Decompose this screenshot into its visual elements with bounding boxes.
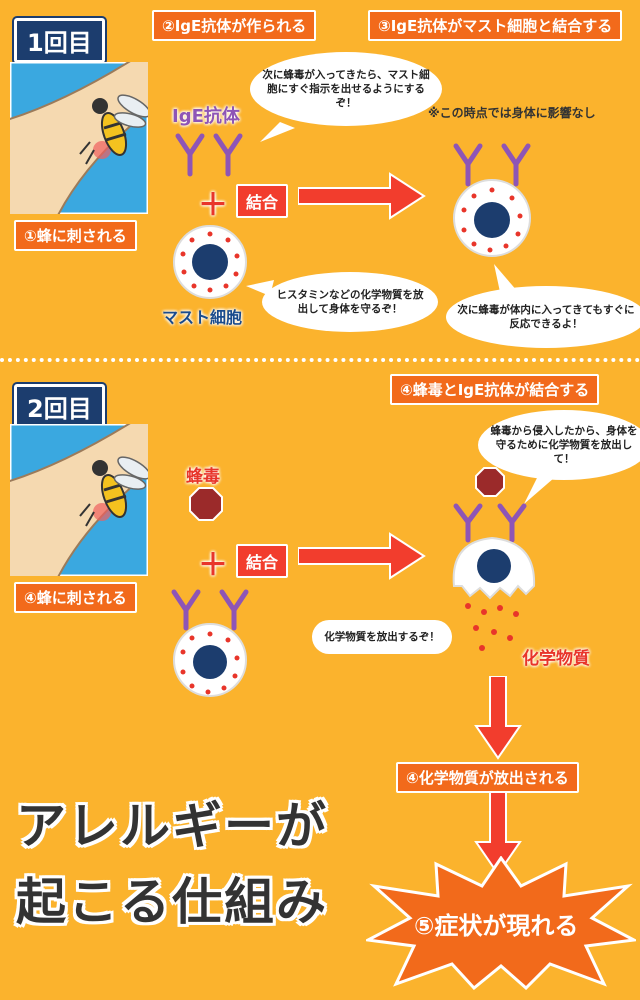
- arrow-right-icon-2: [298, 532, 426, 580]
- bee-sting-illustration-1: [10, 62, 148, 214]
- speech-bubble-release: 化学物質を放出するぞ！: [312, 620, 452, 654]
- step1-tag: ①蜂に刺される: [14, 220, 137, 251]
- sting-mark-icon: [93, 141, 111, 159]
- ige-antibody-icon: [175, 133, 243, 177]
- arrow-right-icon-1: [298, 172, 426, 220]
- speech-bubble-mast: ヒスタミンなどの化学物質を放出して身体を守るぞ！: [262, 272, 438, 332]
- no-effect-note: ※この時点では身体に影響なし: [428, 106, 596, 120]
- plus-icon-2: ＋: [198, 548, 228, 583]
- title-line1: アレルギーが: [16, 797, 328, 855]
- degranulating-mast-cell-icon: [452, 467, 536, 651]
- speech-bubble-ige: 次に蜂毒が入ってきたら、マスト細胞にすぐ指示を出せるようにするぞ！: [250, 52, 442, 126]
- speech-bubble-protect: 蜂毒から侵入したから、身体を守るために化学物質を放出して！: [478, 410, 640, 480]
- section-divider: [0, 358, 640, 362]
- round1-label: 1回目: [14, 18, 105, 63]
- venom-icon: [189, 487, 223, 521]
- arrow-down-icon-1: [474, 676, 522, 760]
- step5-label: ⑤症状が現れる: [414, 912, 579, 940]
- bind-tag-1: 結合: [236, 184, 289, 218]
- bind-tag-2: 結合: [236, 544, 289, 578]
- bee-icon: [79, 94, 148, 165]
- step3-tag: ③IgE抗体がマスト細胞と結合する: [368, 10, 623, 41]
- step2-tag: ②IgE抗体が作られる: [152, 10, 317, 41]
- bee-sting-illustration-2: [10, 424, 148, 576]
- venom-label: 蜂毒: [186, 467, 220, 487]
- round2-label: 2回目: [14, 384, 105, 429]
- sting-mark-icon: [93, 503, 111, 521]
- plus-icon: ＋: [198, 188, 228, 223]
- step4c-tag: ④化学物質が放出される: [396, 762, 579, 793]
- symptom-burst-icon: [366, 856, 636, 990]
- step4b-tag: ④蜂毒とIgE抗体が結合する: [390, 374, 600, 405]
- chemical-label: 化学物質: [522, 649, 590, 669]
- arrow-down-icon-2: [474, 792, 522, 876]
- bee-icon: [79, 456, 148, 527]
- title-line2: 起こる仕組み: [16, 873, 328, 931]
- venom-icon: [475, 467, 505, 497]
- mast-cell-label: マスト細胞: [162, 308, 243, 327]
- step4a-tag: ④蜂に刺される: [14, 582, 137, 613]
- bound-mast-cell-icon: [453, 143, 531, 257]
- speech-bubble-bound: 次に蜂毒が体内に入ってきてもすぐに反応できるよ！: [446, 286, 640, 348]
- mast-cell-icon-1: [173, 225, 247, 299]
- ige-antibody-label: IgE抗体: [172, 106, 240, 127]
- bound-mast-cell-icon-2: [171, 589, 249, 697]
